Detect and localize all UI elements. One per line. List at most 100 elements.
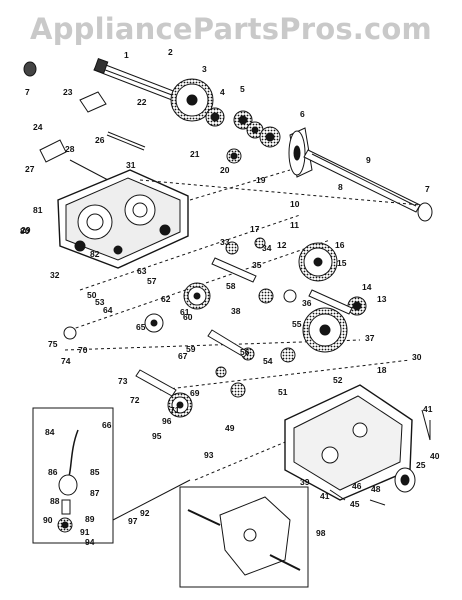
callout-66: 66 <box>102 420 112 430</box>
callout-56: 56 <box>240 347 250 357</box>
gear-part-3 <box>170 78 214 122</box>
callout-23: 23 <box>63 87 73 97</box>
callout-55: 55 <box>292 319 302 329</box>
callout-41-top: 41 <box>423 404 433 414</box>
callout-16: 16 <box>335 240 345 250</box>
callout-94: 94 <box>85 537 95 547</box>
callout-51: 51 <box>278 387 288 397</box>
assembly-guide-lines <box>64 169 421 481</box>
splined-shafts <box>135 257 353 397</box>
callout-97: 97 <box>128 516 138 526</box>
callout-1: 1 <box>124 50 129 60</box>
watermark-text: AppliancePartsPros.com <box>30 12 432 46</box>
callout-54: 54 <box>263 356 273 366</box>
callout-71: 71 <box>170 405 180 415</box>
gear-part-62 <box>183 282 211 310</box>
bolts-41-45 <box>329 420 431 506</box>
washer-part-7-right <box>417 202 433 222</box>
inset-axle-box <box>179 486 309 588</box>
callout-10: 10 <box>290 199 300 209</box>
callout-7-right: 7 <box>425 184 430 194</box>
shaft-part-3 <box>303 149 421 213</box>
small-gears-mid <box>63 237 297 398</box>
callout-19: 19 <box>256 175 266 185</box>
callout-59: 59 <box>186 344 196 354</box>
gear-part-13 <box>347 296 367 316</box>
callout-93: 93 <box>204 450 214 460</box>
callout-82: 82 <box>90 249 100 259</box>
callout-37: 37 <box>365 333 375 343</box>
callout-7-left: 7 <box>25 87 30 97</box>
callout-8: 8 <box>338 182 343 192</box>
housing-part-39 <box>284 384 431 501</box>
callout-20: 20 <box>220 165 230 175</box>
callout-87: 87 <box>90 488 100 498</box>
callout-5: 5 <box>240 84 245 94</box>
callout-73: 73 <box>118 376 128 386</box>
callout-25: 25 <box>416 460 426 470</box>
callout-70: 70 <box>78 345 88 355</box>
callout-89: 89 <box>85 514 95 524</box>
callout-22: 22 <box>137 97 147 107</box>
callout-63: 63 <box>137 266 147 276</box>
callout-46: 46 <box>352 481 362 491</box>
gear-part-65 <box>144 313 164 333</box>
callout-61: 61 <box>180 307 190 317</box>
callout-64: 64 <box>103 305 113 315</box>
callout-65: 65 <box>136 322 146 332</box>
callout-labels: 1 2 3 4 5 6 7 7 8 9 10 11 12 13 14 15 16… <box>20 47 440 547</box>
callout-26: 26 <box>95 135 105 145</box>
callout-13: 13 <box>377 294 387 304</box>
shift-arm-parts <box>39 91 146 181</box>
hub-part-6 <box>288 127 313 178</box>
callout-49: 49 <box>225 423 235 433</box>
callout-45: 45 <box>350 499 360 509</box>
callout-81: 81 <box>33 205 43 215</box>
callout-38: 38 <box>231 306 241 316</box>
diagram-lines <box>23 58 433 588</box>
callout-32: 32 <box>50 270 60 280</box>
callout-14: 14 <box>362 282 372 292</box>
callout-40: 40 <box>430 451 440 461</box>
gear-part-16 <box>298 242 338 282</box>
callout-17: 17 <box>250 224 260 234</box>
callout-30: 30 <box>412 352 422 362</box>
callout-72: 72 <box>130 395 140 405</box>
callout-60: 60 <box>183 312 193 322</box>
callout-4: 4 <box>220 87 225 97</box>
callout-31: 31 <box>126 160 136 170</box>
callout-58: 58 <box>226 281 236 291</box>
callout-91: 91 <box>80 527 90 537</box>
callout-75: 75 <box>48 339 58 349</box>
callout-34: 34 <box>262 243 272 253</box>
callout-35: 35 <box>252 260 262 270</box>
gear-part-71 <box>167 392 193 418</box>
callout-18: 18 <box>377 365 387 375</box>
callout-12: 12 <box>277 240 287 250</box>
callout-95: 95 <box>152 431 162 441</box>
callout-84: 84 <box>45 427 55 437</box>
callout-92: 92 <box>140 508 150 518</box>
callout-57: 57 <box>147 276 157 286</box>
washer-part-7-left <box>23 61 37 77</box>
callout-9: 9 <box>366 155 371 165</box>
callout-36: 36 <box>302 298 312 308</box>
callout-15: 15 <box>337 258 347 268</box>
callout-11: 11 <box>290 220 299 230</box>
callout-21: 21 <box>190 149 200 159</box>
callout-62: 62 <box>161 294 171 304</box>
callout-6: 6 <box>300 109 305 119</box>
callout-52: 52 <box>333 375 343 385</box>
callout-80: 80 <box>20 226 30 236</box>
inset-detail-box <box>32 407 114 544</box>
callout-98: 98 <box>316 528 326 538</box>
shaft-part-1 <box>93 58 177 101</box>
callout-88: 88 <box>50 496 60 506</box>
callout-27: 27 <box>25 164 35 174</box>
callout-33: 33 <box>220 237 230 247</box>
callout-90: 90 <box>43 515 53 525</box>
callout-28: 28 <box>65 144 75 154</box>
gear-part-55 <box>302 307 348 353</box>
callout-69: 69 <box>190 388 200 398</box>
